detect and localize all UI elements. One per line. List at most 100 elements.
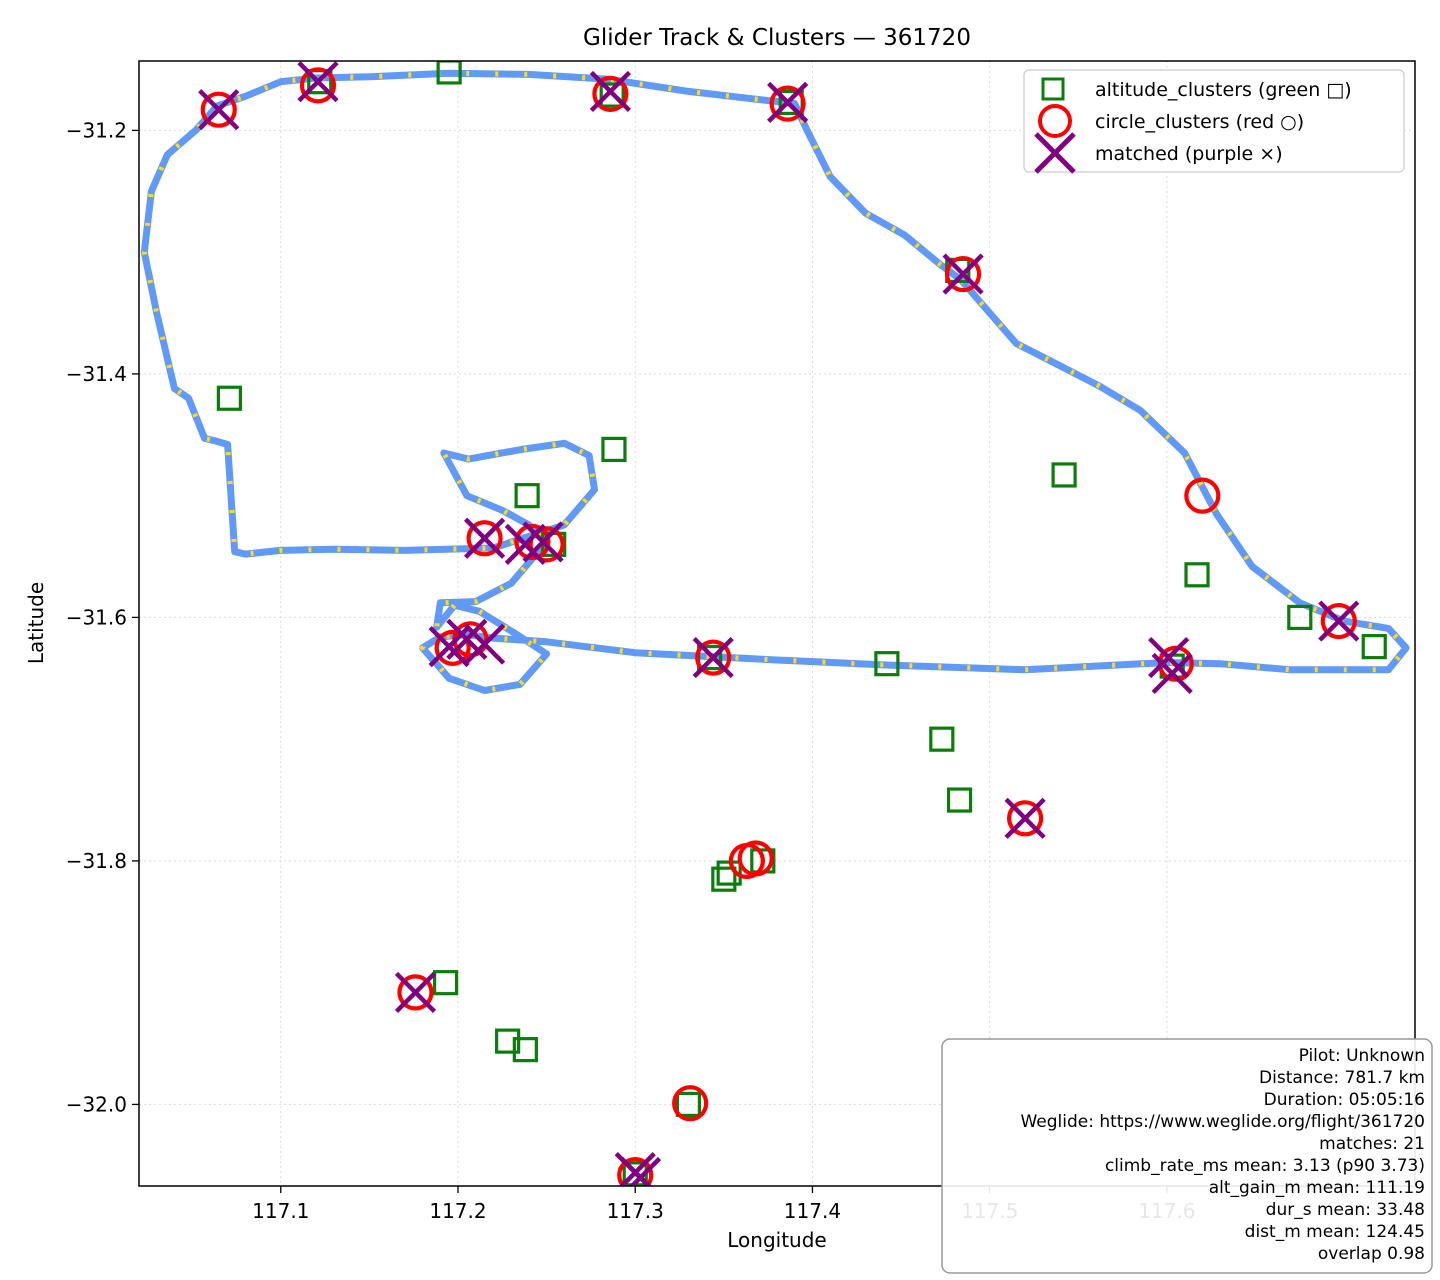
altitude-cluster-marker	[436, 61, 462, 85]
legend-frame	[1023, 69, 1405, 173]
matched-marker	[942, 253, 984, 295]
matched-marker-stroke	[1151, 652, 1193, 695]
matched-marker	[1318, 600, 1360, 642]
circle-cluster-marker	[1007, 800, 1044, 837]
matched-marker-stroke	[198, 89, 240, 131]
info-line-pilot: Pilot: Unknown	[1299, 1046, 1425, 1066]
altitude-cluster-marker	[216, 385, 242, 411]
circle-cluster-marker	[1184, 477, 1221, 514]
altitude-cluster-marker	[599, 82, 625, 108]
info-line-duration: Duration: 05:05:16	[1264, 1090, 1425, 1110]
info-line-overlap: overlap 0.98	[1318, 1244, 1425, 1264]
info-line-climb-rate: climb_rate_ms mean: 3.13 (p90 3.73)	[1105, 1156, 1425, 1176]
circle-cluster-marker	[769, 85, 806, 122]
y-tick-label: −31.8	[66, 849, 127, 873]
info-box-frame	[941, 1038, 1433, 1274]
matched-marker	[692, 636, 734, 679]
matched-marker-stroke	[1318, 600, 1360, 642]
matched-marker-stroke	[394, 971, 437, 1014]
info-line-weglide: Weglide: https://www.weglide.org/flight/…	[1020, 1112, 1425, 1132]
matched-marker	[589, 70, 632, 113]
info-box: Pilot: Unknown Distance: 781.7 km Durati…	[941, 1038, 1433, 1274]
altitude-cluster-marker	[1051, 462, 1077, 488]
legend-label-matched: matched (purple ×)	[1095, 143, 1283, 165]
matched-marker-stroke	[297, 61, 339, 103]
altitude-cluster-marker	[432, 970, 459, 996]
matched-marker-stroke	[463, 517, 506, 559]
matched-marker-stroke	[692, 636, 734, 679]
matched-marker-stroke	[1004, 797, 1046, 839]
matched-marker	[1151, 652, 1193, 695]
circle-cluster-marker	[299, 67, 337, 104]
legend-x-icon	[1034, 132, 1076, 174]
altitude-cluster-marker	[1361, 634, 1387, 660]
x-axis-label: Longitude	[727, 1228, 826, 1252]
altitude-cluster-marker	[495, 1028, 521, 1054]
info-line-dist: dist_m mean: 124.45	[1245, 1222, 1425, 1242]
circle-cluster-marker	[528, 526, 565, 563]
matched-marker-stroke	[522, 521, 564, 563]
circle-cluster-marker	[944, 255, 982, 293]
x-tick-label: 117.4	[784, 1199, 841, 1223]
plot-frame	[138, 60, 1416, 1187]
matched-marker	[504, 523, 546, 565]
matched-marker	[1148, 636, 1190, 679]
matched-marker	[297, 61, 339, 103]
matched-marker	[463, 517, 506, 559]
altitude-cluster-marker	[946, 787, 973, 813]
x-tick-label: 117.2	[429, 1199, 486, 1223]
x-tick-label: 117.3	[607, 1199, 664, 1223]
circle-cluster-marker	[617, 1156, 654, 1186]
info-line-dur: dur_s mean: 33.48	[1266, 1200, 1425, 1220]
y-tick-label: −31.4	[66, 362, 127, 386]
matched-marker-stroke	[1148, 636, 1190, 679]
circle-cluster-marker	[1320, 602, 1357, 640]
info-line-matches: matches: 21	[1319, 1134, 1425, 1154]
circle-cluster-marker	[695, 639, 732, 676]
altitude-cluster-marker	[1287, 604, 1313, 631]
matched-marker-stroke	[628, 1156, 662, 1186]
altitude-cluster-marker	[1184, 562, 1210, 588]
y-tick-label: −31.2	[66, 118, 127, 142]
altitude-cluster-marker	[711, 866, 737, 892]
circle-cluster-marker	[672, 1085, 709, 1122]
y-tick-label: −31.6	[66, 605, 127, 629]
matched-marker	[394, 971, 437, 1014]
altitude-cluster-marker	[514, 483, 540, 509]
circle-cluster-marker	[728, 842, 765, 880]
marker-layer	[198, 61, 1387, 1186]
x-tick-label: 117.1	[252, 1199, 309, 1223]
legend-circle-icon	[1038, 104, 1072, 138]
altitude-cluster-marker	[874, 651, 900, 677]
altitude-cluster-marker	[601, 436, 627, 462]
matched-marker-stroke	[767, 81, 809, 123]
matched-marker	[198, 89, 240, 131]
circle-cluster-marker	[514, 523, 551, 561]
matched-marker	[463, 623, 506, 665]
matched-marker-stroke	[463, 623, 506, 665]
matched-marker-stroke	[504, 523, 546, 565]
info-line-alt-gain: alt_gain_m mean: 111.19	[1209, 1178, 1425, 1198]
legend: altitude_clusters (green □) circle_clust…	[1023, 69, 1405, 174]
legend-label-circle: circle_clusters (red ○)	[1095, 111, 1304, 133]
matched-marker	[522, 521, 564, 563]
altitude-cluster-marker	[512, 1037, 538, 1063]
matched-marker	[619, 1156, 662, 1186]
y-axis-ticks: −31.2 −31.4 −31.6 −31.8 −32.0	[66, 118, 139, 1116]
matched-marker-stroke	[446, 618, 488, 660]
flight-track-fix-dots	[141, 70, 1410, 694]
info-line-distance: Distance: 781.7 km	[1259, 1068, 1425, 1088]
circle-cluster-marker	[200, 91, 237, 128]
chart-title: Glider Track & Clusters — 361720	[583, 25, 971, 51]
matched-marker	[767, 81, 809, 123]
altitude-cluster-marker	[929, 726, 955, 752]
circle-cluster-marker	[397, 974, 434, 1011]
legend-square-icon	[1041, 77, 1065, 101]
y-axis-label: Latitude	[24, 582, 48, 664]
matched-marker-stroke	[589, 70, 632, 113]
y-tick-label: −32.0	[66, 1092, 127, 1116]
matched-marker	[1004, 797, 1046, 839]
circle-cluster-marker	[466, 520, 503, 557]
matched-marker-stroke	[942, 253, 984, 295]
